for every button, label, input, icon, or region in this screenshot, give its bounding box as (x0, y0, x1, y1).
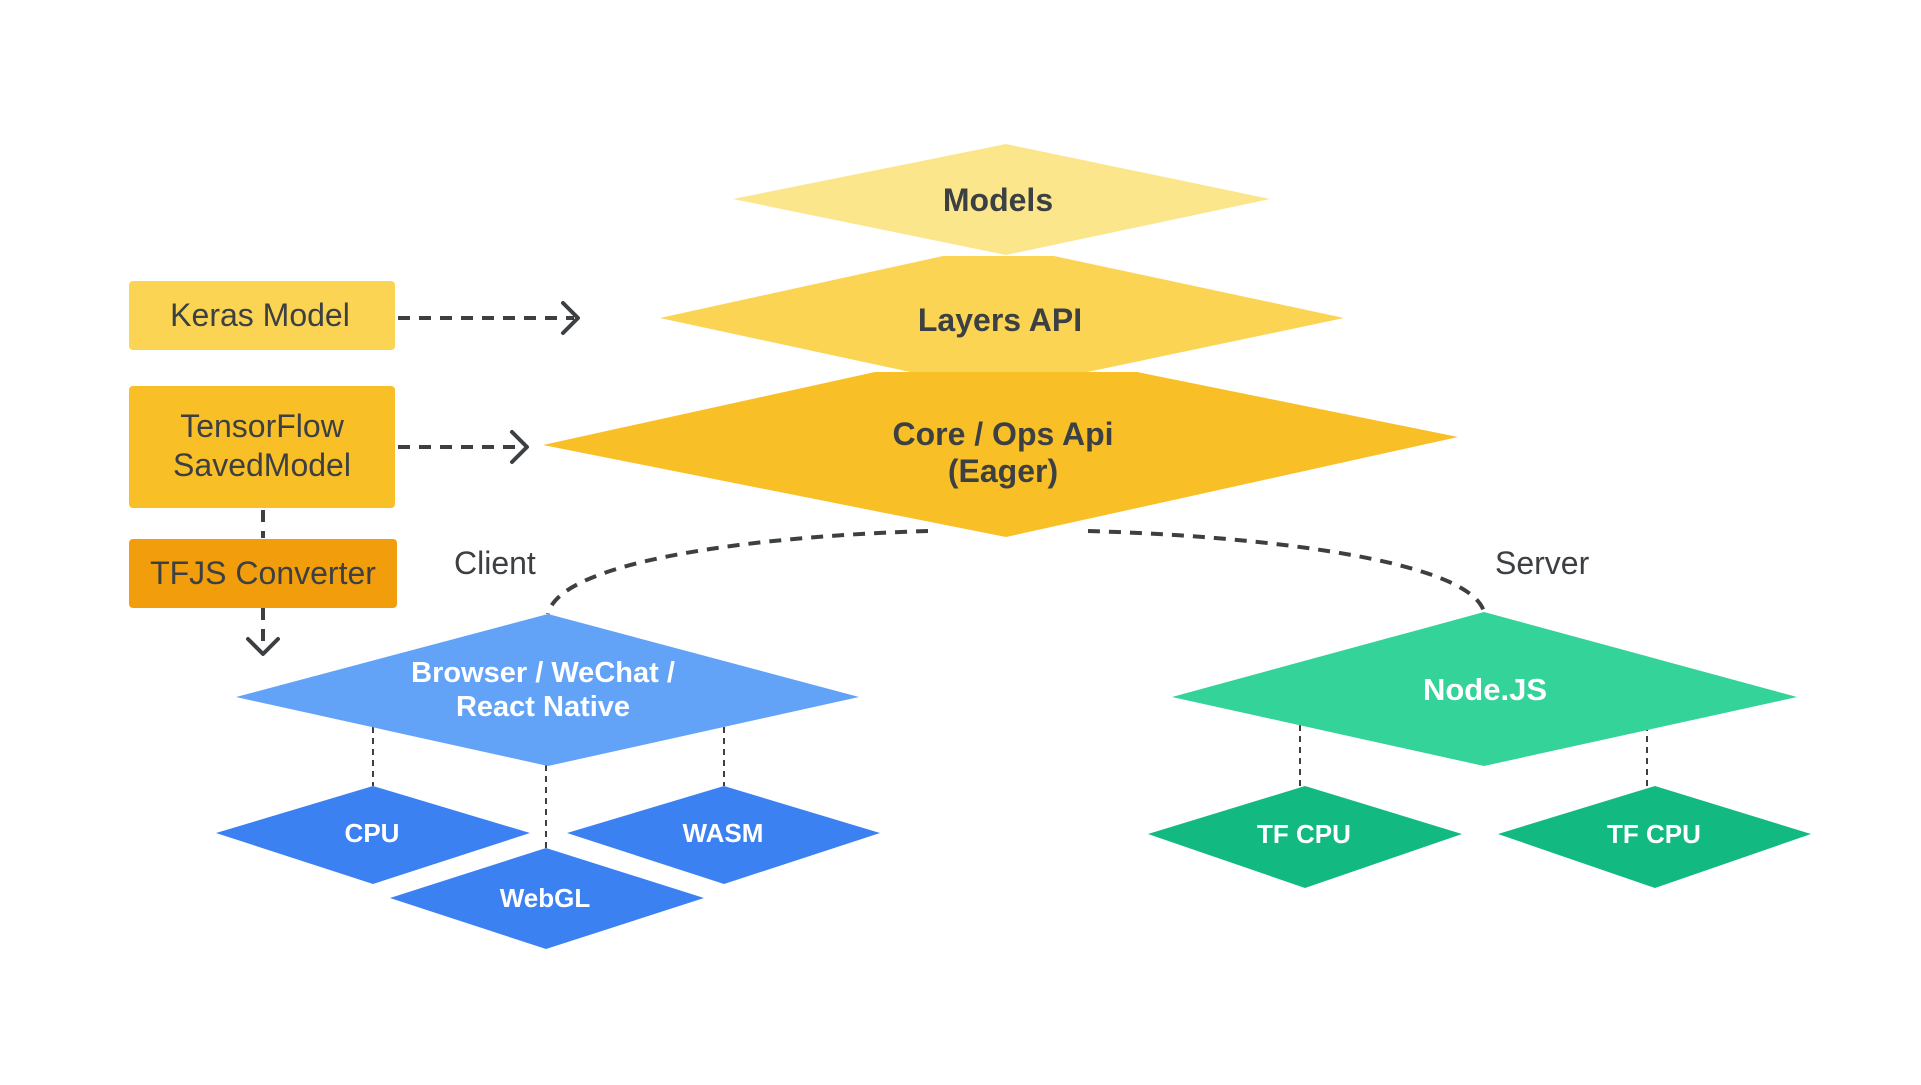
layers-api-diamond (660, 256, 1344, 379)
savedmodel-rect (129, 386, 395, 508)
converter-arrowhead (246, 637, 280, 656)
tfcpu1-label: TF CPU (1257, 819, 1351, 849)
keras-model-label: Keras Model (170, 297, 350, 333)
webgl-diamond (390, 848, 704, 949)
backend-connectors (372, 725, 1648, 848)
tfjs-converter-box[interactable]: TFJS Converter (129, 539, 397, 608)
client-platform-label-line2: React Native (456, 691, 630, 723)
tfjs-converter-rect (129, 539, 397, 608)
client-platform[interactable]: Browser / WeChat / React Native (236, 614, 859, 766)
savedmodel-box[interactable]: TensorFlow SavedModel (129, 386, 395, 508)
models-layer[interactable]: Models (733, 144, 1270, 255)
webgl-label: WebGL (500, 883, 591, 913)
wasm-label: WASM (683, 818, 764, 848)
cpu-diamond (216, 786, 530, 884)
arrowheads (246, 301, 580, 656)
keras-model-box[interactable]: Keras Model (129, 281, 395, 350)
models-diamond (733, 144, 1270, 255)
keras-model-rect (129, 281, 395, 350)
client-label: Client (454, 545, 536, 581)
core-to-server-curve (1087, 529, 1486, 613)
wasm-diamond (567, 786, 880, 884)
client-backend-webgl[interactable]: WebGL (390, 848, 704, 949)
tfcpu2-label: TF CPU (1607, 819, 1701, 849)
tfcpu1-diamond (1148, 786, 1462, 888)
server-label: Server (1495, 545, 1590, 581)
connectors (261, 316, 1486, 648)
models-label: Models (943, 182, 1053, 218)
core-ops-label-line1: Core / Ops Api (892, 416, 1113, 452)
layers-api-label: Layers API (918, 302, 1082, 338)
keras-arrowhead (561, 301, 580, 335)
layers-api-layer[interactable]: Layers API (660, 256, 1344, 379)
core-ops-diamond (543, 372, 1458, 537)
savedmodel-arrowhead (510, 430, 529, 464)
client-backend-cpu[interactable]: CPU (216, 786, 530, 884)
server-backend-tfcpu-2[interactable]: TF CPU (1498, 786, 1811, 888)
savedmodel-label-line2: SavedModel (173, 447, 351, 483)
server-platform[interactable]: Node.JS (1172, 612, 1797, 766)
tfjs-converter-label: TFJS Converter (150, 555, 376, 591)
cpu-label: CPU (345, 818, 400, 848)
savedmodel-label-line1: TensorFlow (180, 408, 345, 444)
server-platform-diamond (1172, 612, 1797, 766)
client-backend-wasm[interactable]: WASM (567, 786, 880, 884)
tfcpu2-diamond (1498, 786, 1811, 888)
client-platform-label-line1: Browser / WeChat / (411, 657, 675, 689)
core-to-client-curve (546, 529, 929, 615)
server-platform-label: Node.JS (1423, 672, 1547, 707)
core-ops-label-line2: (Eager) (948, 453, 1058, 489)
client-platform-diamond (236, 614, 859, 766)
core-ops-layer[interactable]: Core / Ops Api (Eager) (543, 372, 1458, 537)
server-backend-tfcpu-1[interactable]: TF CPU (1148, 786, 1462, 888)
